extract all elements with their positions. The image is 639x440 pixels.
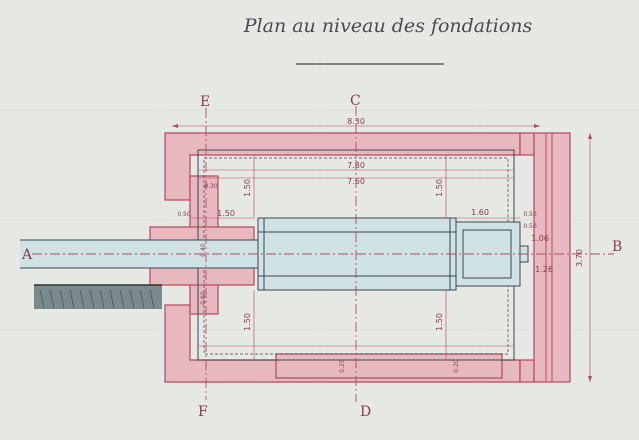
dim-margin-left-top: 1.50: [243, 179, 252, 197]
dim-inner-length-2: 7.60: [347, 177, 365, 186]
section-label-e: E: [200, 94, 210, 110]
drawing-title: Plan au niveau des fondations: [243, 15, 533, 37]
section-label-d: D: [360, 404, 371, 420]
dim-small-020: 0.20: [453, 359, 460, 373]
dim-margin-right-top: 1.50: [435, 179, 444, 197]
section-label-c: C: [350, 93, 361, 109]
dim-overall-length: 8.30: [347, 117, 365, 126]
foundation-walls: [149, 132, 571, 383]
section-label-b: B: [612, 239, 622, 255]
dim-small-060: 0.60: [200, 291, 207, 305]
dim-head-offset: 1.06: [531, 234, 549, 243]
dim-margin-right-bottom: 1.50: [435, 313, 444, 331]
section-label-f: F: [198, 404, 208, 420]
dim-inlet-length: 1.50: [217, 209, 235, 218]
dim-head-length: 1.60: [471, 208, 489, 217]
dimension-lines: [172, 124, 592, 382]
dim-small-050-c: 0.50: [523, 223, 537, 230]
dim-margin-left-bottom: 1.50: [243, 313, 252, 331]
dim-small-050-a: 0.50: [177, 211, 191, 218]
ground-hatch: [34, 284, 162, 309]
dim-small-025: 0.25: [339, 359, 346, 373]
section-axes: [32, 106, 614, 402]
dim-small-050-b: 0.50: [523, 211, 537, 218]
section-label-a: A: [21, 247, 33, 263]
dim-small-030: 0.30: [204, 183, 218, 190]
dim-overall-width: 3.70: [575, 249, 584, 267]
dim-inner-length-1: 7.80: [347, 161, 365, 170]
dim-end-width: 1.26: [535, 265, 553, 274]
dim-small-040: 0.40: [200, 243, 207, 257]
